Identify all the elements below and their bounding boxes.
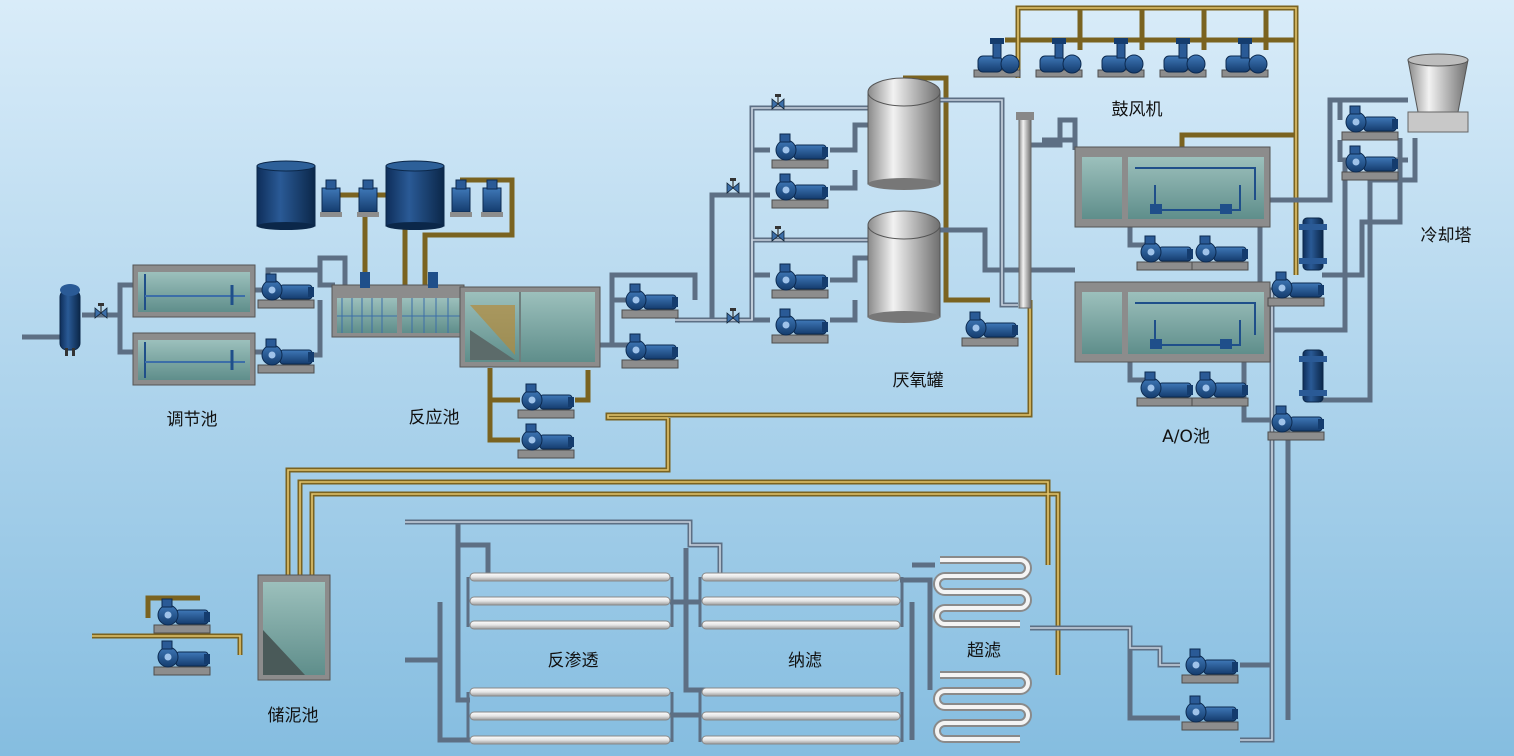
heat-exchanger-1 [1299, 217, 1327, 271]
label-reverse-osmosis: 反渗透 [548, 651, 599, 671]
label-anaerobic-tank: 厌氧罐 [893, 371, 944, 391]
reaction-tank [331, 272, 465, 338]
label-reaction-tank: 反应池 [409, 408, 460, 428]
label-sludge-tank: 储泥池 [268, 706, 319, 726]
ro-membrane-rack-2 [466, 687, 674, 745]
label-cooling-tower: 冷却塔 [1421, 226, 1472, 246]
label-equalization-tank: 调节池 [167, 410, 218, 430]
sludge-storage-tank [257, 574, 331, 681]
anaerobic-reactor-2 [867, 210, 941, 323]
equalization-tank-1 [132, 264, 256, 318]
uf-coil-rack-2 [933, 671, 1032, 743]
ao-tank-1 [1074, 146, 1271, 228]
equalization-tank-2 [132, 332, 256, 386]
label-nanofiltration: 纳滤 [788, 651, 822, 671]
nf-membrane-rack-1 [698, 572, 904, 630]
label-blowers: 鼓风机 [1112, 100, 1163, 120]
inlet-filter-vessel [59, 284, 81, 356]
uf-coil-rack-1 [933, 556, 1032, 628]
sedimentation-tank [459, 286, 601, 368]
label-ao-tank: A/O池 [1162, 427, 1210, 447]
heat-exchanger-2 [1299, 349, 1327, 403]
dosing-tank-2 [385, 160, 445, 230]
cooling-tower [1407, 53, 1469, 133]
nf-membrane-rack-2 [698, 687, 904, 745]
ro-membrane-rack-1 [466, 572, 674, 630]
label-ultrafiltration: 超滤 [967, 641, 1001, 661]
gold-pipe-highlight [92, 7, 1297, 675]
dosing-tank-1 [256, 160, 316, 230]
anaerobic-reactor-1 [867, 77, 941, 190]
ao-tank-2 [1074, 281, 1271, 363]
gas-separator-column [1016, 112, 1034, 309]
